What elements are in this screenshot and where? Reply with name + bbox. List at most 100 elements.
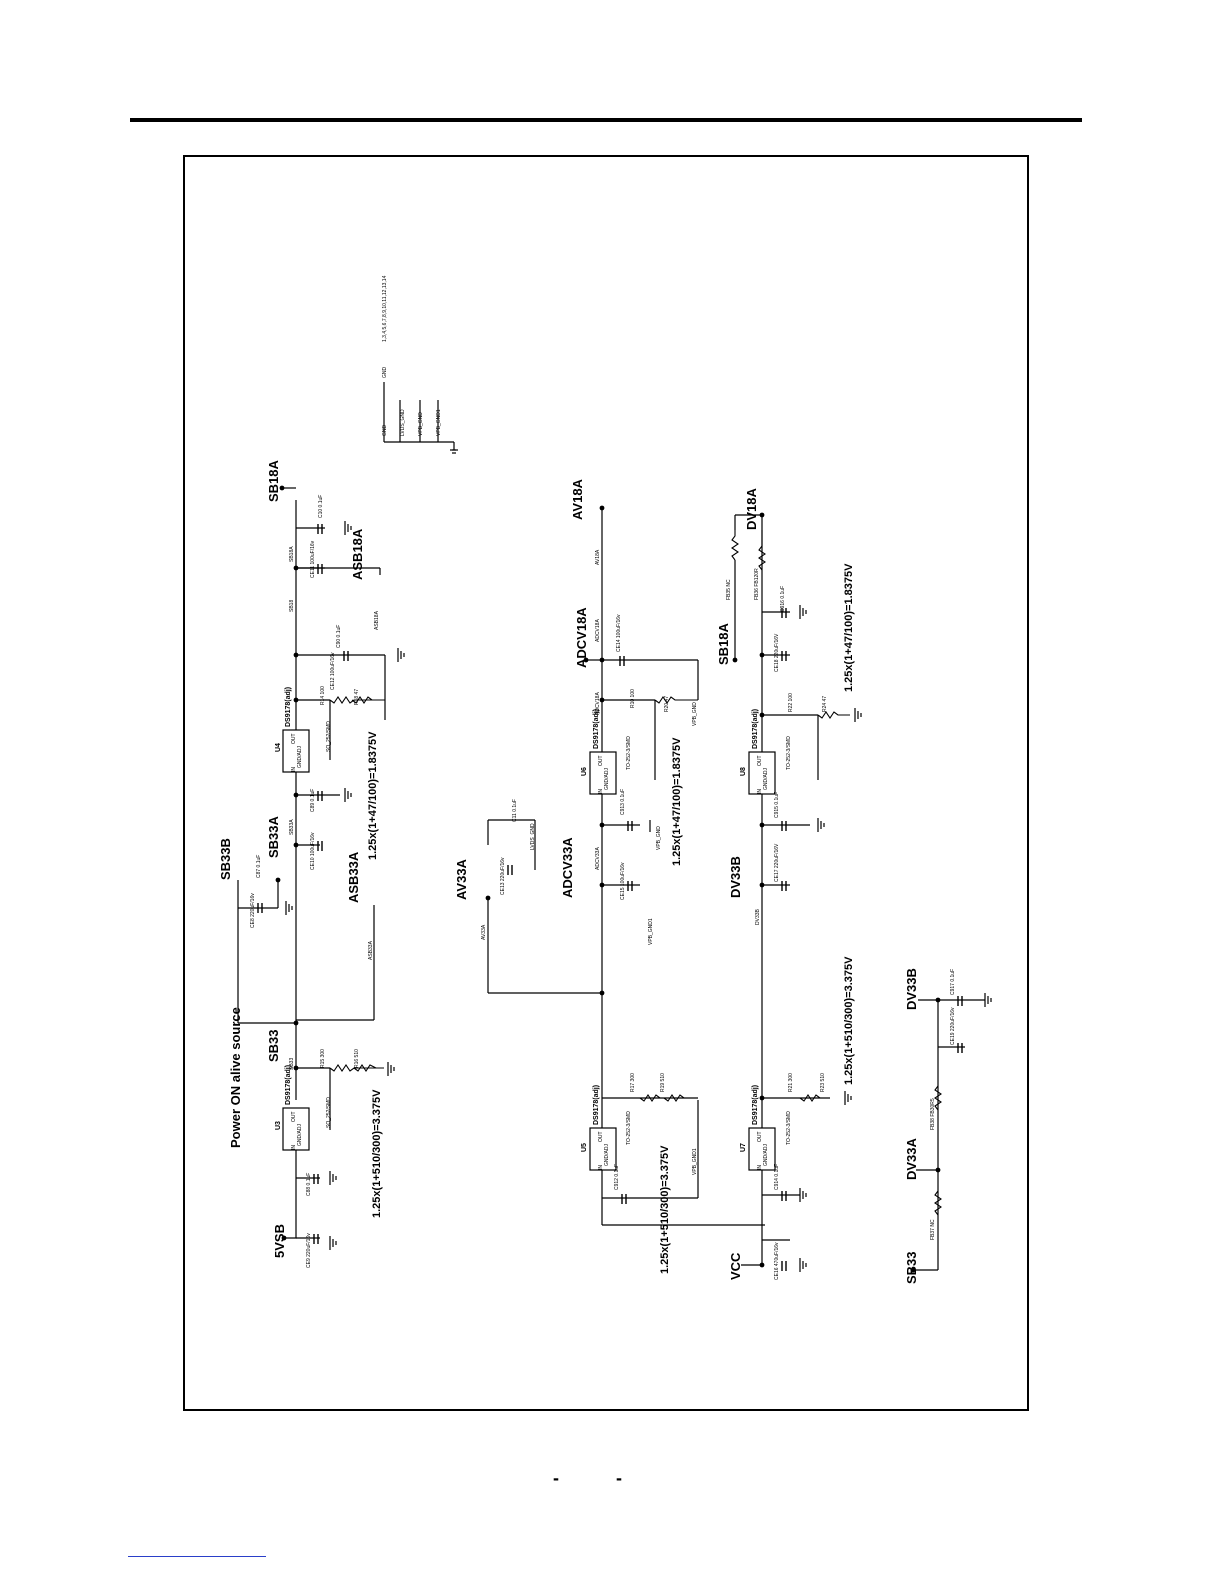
gnd-block-vpb: VPB_GND (418, 412, 424, 436)
res-r21: R21 300 (788, 1073, 794, 1092)
ferrite-fb36: FB36 FB120R (754, 568, 760, 600)
u3-box (282, 1107, 310, 1151)
u8-ref: U8 (740, 767, 747, 776)
pkg-u7: TO-252-3/SMD (786, 1111, 792, 1145)
u5-box (589, 1127, 617, 1171)
u7-part: DS9178(adj) (752, 1085, 759, 1125)
u8-pin-gnd: GND/ADJ (763, 768, 769, 790)
gnd-block-gnd-port: GND (382, 367, 388, 379)
tag-av33a: AV33A (481, 924, 487, 940)
cap-ce16: CE16 470uF/16v (774, 1242, 780, 1280)
ground-symbols (285, 449, 992, 1272)
cap-ce9: CE9 220uF/16v (306, 1233, 312, 1268)
formula-adcv33: 1.25x(1+510/300)=3.375V (659, 1145, 671, 1274)
formula-dv33: 1.25x(1+510/300)=3.375V (843, 956, 855, 1085)
pkg-u3: SO_252/SMD (326, 1097, 332, 1128)
res-r16: R16 510 (354, 1049, 360, 1068)
tag-adcv18a-high: ADCV18A (595, 619, 601, 642)
page-number-marks: - - (553, 1468, 648, 1488)
u3-pin-in: IN (291, 1145, 297, 1150)
cap-c915: C915 0.1uF (774, 792, 780, 818)
u5-pin-out: OUT (598, 1131, 604, 1142)
net-label-asb33a: ASB33A (346, 851, 361, 903)
tag-asb33a: ASB33A (368, 940, 374, 960)
net-label-av33a: AV33A (454, 858, 469, 900)
net-label-sb18a-top: SB18A (266, 459, 281, 502)
u5-ref: U5 (581, 1143, 588, 1152)
junctions (275, 485, 941, 1273)
u7-box (748, 1127, 776, 1171)
schematic-frame (183, 155, 1029, 1411)
pkg-u5: TO-252-3/SMD (626, 1111, 632, 1145)
u7-pin-out: OUT (757, 1131, 763, 1142)
u7-pin-in: IN (757, 1165, 763, 1170)
u4-pin-out: OUT (291, 733, 297, 744)
cap-c914: C914 0.1uF (774, 1164, 780, 1190)
capacitors (257, 524, 963, 1271)
u8-pin-out: OUT (757, 755, 763, 766)
caption-power-on: Power ON alive source (228, 1007, 243, 1148)
u5-pin-gnd: GND/ADJ (604, 1144, 610, 1166)
res-r22: R22 100 (788, 693, 794, 712)
cap-ce12: CE12 100uF/16v (330, 652, 336, 690)
tag-adcv33a: ADCV33A (595, 847, 601, 870)
net-label-sb33-bottom: SB33 (904, 1251, 919, 1284)
ferrite-fb38: FB38 FB30R5 (930, 1098, 936, 1130)
u8-box (748, 751, 776, 795)
u4-ref: U4 (275, 743, 282, 752)
res-r17: R17 300 (630, 1073, 636, 1092)
wires (237, 382, 985, 1271)
res-r15: R15 300 (320, 1049, 326, 1068)
cap-c88: C88 0.1uF (306, 1173, 312, 1196)
u4-pin-gnd: GND/ADJ (297, 746, 303, 768)
u7-ref: U7 (740, 1143, 747, 1152)
cap-c913: C913 0.1uF (620, 789, 626, 815)
formula-dv18: 1.25x(1+47/100)=1.8375V (843, 563, 855, 692)
u5-part: DS9178(adj) (593, 1085, 600, 1125)
cap-ce8: CE8 220uF/16v (250, 893, 256, 928)
cap-c10: C10 0.1uF (318, 495, 324, 518)
cap-c89: C89 0.1uF (310, 789, 316, 812)
u5-pin-in: IN (598, 1165, 604, 1170)
net-label-dv33b: DV33B (728, 856, 743, 898)
header-rule (130, 118, 1082, 122)
cap-ce11: CE11 100uF/16v (310, 540, 316, 578)
regulator-boxes (282, 729, 776, 1171)
u6-ref: U6 (581, 767, 588, 776)
gnd-block-gnd: GND (382, 425, 388, 437)
cap-ce18: CE18 220uF/16V (774, 633, 780, 672)
cap-ce15: CE15 100uF/16v (620, 862, 626, 900)
u3-ref: U3 (275, 1121, 282, 1130)
formula-adcv18: 1.25x(1+47/100)=1.8375V (671, 737, 683, 866)
u3-pin-gnd: GND/ADJ (297, 1124, 303, 1146)
cap-ce10: CE10 100uF/16v (310, 832, 316, 870)
u8-part: DS9178(adj) (752, 709, 759, 749)
formula-sb18: 1.25x(1+47/100)=1.8375V (367, 731, 379, 860)
tag-sb33: SB33 (289, 1058, 295, 1070)
u6-pin-gnd: GND/ADJ (604, 768, 610, 790)
net-label-asb18a: ASB18A (350, 528, 365, 580)
u6-box (589, 751, 617, 795)
res-r18: R18 47 (354, 689, 360, 705)
gnd-block-pins: 1,3,4,5,6,7,8,9,10,11,12,13,14 (382, 275, 388, 342)
tag-vpb-gnd1-2: VPB_GND1 (692, 1148, 698, 1175)
u3-part: DS9178(adj) (285, 1065, 292, 1105)
res-r14: R14 100 (320, 686, 326, 705)
res-r19: R19 510 (660, 1073, 666, 1092)
cap-c912: C912 0.1uF (614, 1164, 620, 1190)
resistors (329, 530, 942, 1216)
tag-sb18: SB18 (289, 600, 295, 612)
tag-asb18a: ASB18A (374, 610, 380, 630)
net-label-sb33: SB33 (266, 1029, 281, 1062)
tag-sb33a: SB33A (289, 819, 295, 835)
net-label-sb33b: SB33B (218, 838, 233, 880)
gnd-block-vpb1: VPB_GND1 (436, 409, 442, 436)
tag-vpb-gnd1: VPB_GND1 (648, 918, 654, 945)
cap-c90: C90 0.1uF (336, 625, 342, 648)
res-r20: R20 47 (664, 696, 670, 712)
u3-pin-out: OUT (291, 1111, 297, 1122)
res-r10: R10 100 (630, 689, 636, 708)
net-label-dv18a: DV18A (744, 487, 759, 530)
ferrite-fb37: FB37 NC (930, 1219, 936, 1240)
